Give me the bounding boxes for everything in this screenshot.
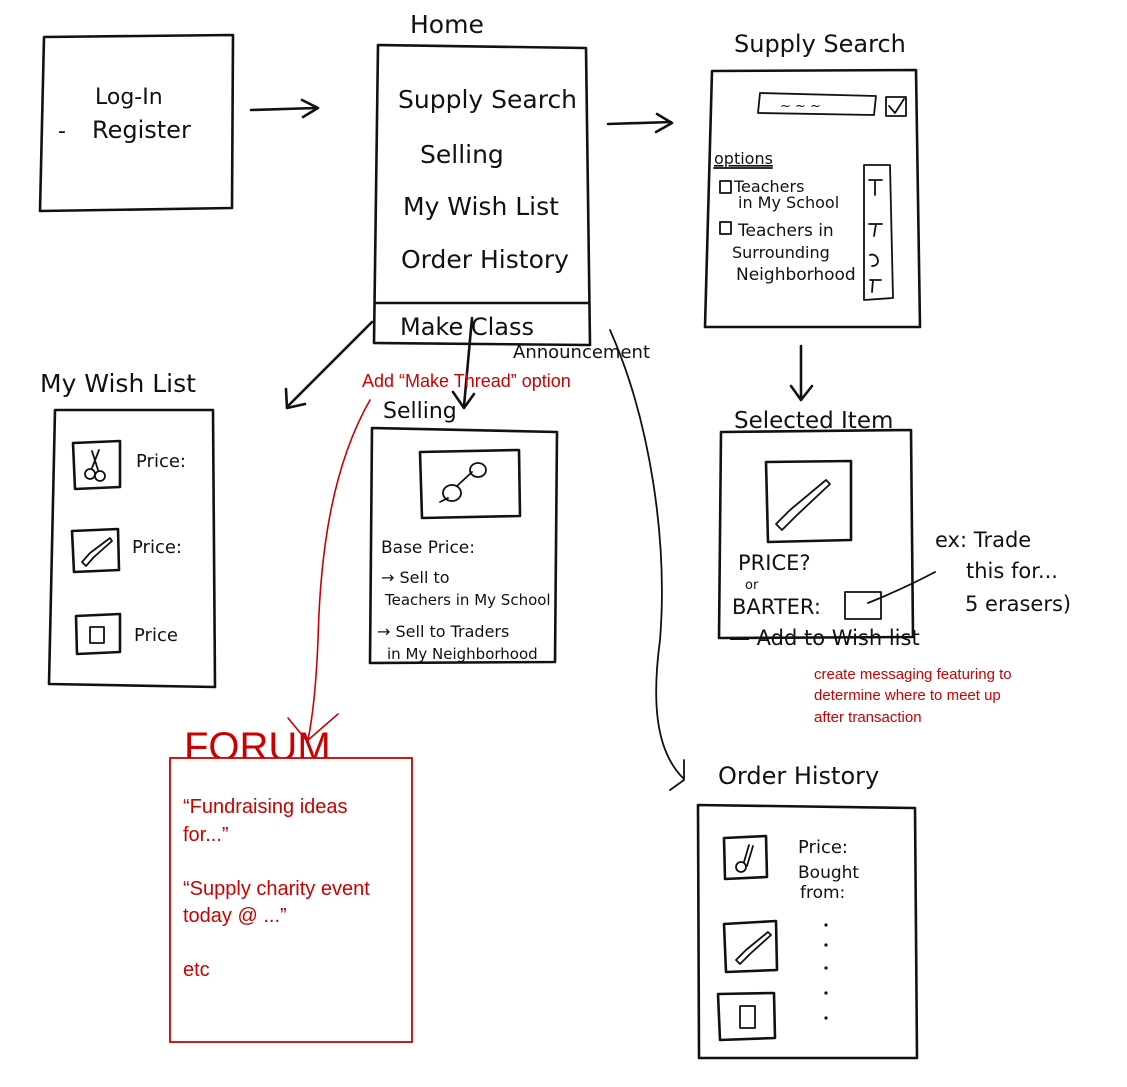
selected-item-or: or xyxy=(745,578,759,593)
selected-item-screen: Selected Item PRICE? or BARTER: — Add to… xyxy=(717,408,1071,650)
scissors-icon xyxy=(722,834,769,881)
forum-post-1-line1: “Fundraising ideas xyxy=(183,796,348,818)
supply-search-title: Supply Search xyxy=(734,30,906,58)
make-thread-annotation: Add “Make Thread” option xyxy=(362,371,571,391)
box-icon xyxy=(716,991,777,1042)
selected-item-frame xyxy=(717,428,915,640)
checkbox-icon xyxy=(719,221,732,235)
wish-list-title: My Wish List xyxy=(40,369,196,398)
arrow-icon xyxy=(451,316,476,410)
forum-post-3: etc xyxy=(183,959,210,981)
home-item-supply-search: Supply Search xyxy=(398,85,577,114)
checkbox-icon xyxy=(719,180,732,194)
home-item-order-history: Order History xyxy=(401,245,569,274)
messaging-annotation-line1: create messaging featuring to xyxy=(814,666,1012,683)
selling-title: Selling xyxy=(383,399,457,424)
selling-screen: Selling Base Price: → Sell to Teachers i… xyxy=(368,399,559,665)
scissors-icon xyxy=(71,439,122,491)
supply-option-1-line1: Teachers xyxy=(733,177,804,196)
arrow-icon xyxy=(249,98,320,119)
paintbrush-icon xyxy=(70,527,121,574)
selected-item-price: PRICE? xyxy=(738,551,811,575)
home-item-wish-list: My Wish List xyxy=(403,192,559,221)
selected-item-barter: BARTER: xyxy=(732,595,821,619)
register-label: Register xyxy=(92,116,191,144)
messaging-annotation-line2: determine where to meet up xyxy=(814,687,1001,704)
forum-frame xyxy=(169,757,413,1043)
forum-screen: FORUM “Fundraising ideas for...” “Supply… xyxy=(169,725,413,1043)
results-scrollbar xyxy=(863,164,894,301)
add-to-wish-list: — Add to Wish list xyxy=(729,626,920,650)
supply-option-2-line2: Surrounding xyxy=(732,243,830,262)
supply-option-2-line3: Neighborhood xyxy=(736,265,856,285)
supply-search-screen: Supply Search ~ ~ ~ options Teachers in … xyxy=(703,30,922,329)
login-label: Log-In xyxy=(95,85,163,110)
barter-note-line3: 5 erasers) xyxy=(965,592,1071,616)
barter-input xyxy=(844,591,882,620)
arrow-icon xyxy=(284,320,374,410)
selling-base-price: Base Price: xyxy=(381,538,475,558)
order-bought-line2: from: xyxy=(800,883,845,903)
order-price: Price: xyxy=(798,837,848,858)
arrow-icon xyxy=(609,329,685,791)
options-label: options xyxy=(714,149,773,168)
home-footer-make-class: Make Class xyxy=(400,313,534,341)
forum-post-2-line2: today @ ...” xyxy=(183,905,287,927)
arrow-icon xyxy=(789,344,814,402)
order-history-title: Order History xyxy=(718,762,879,790)
selling-option-2-line2: in My Neighborhood xyxy=(387,645,538,663)
forum-post-1-line2: for...” xyxy=(183,824,229,846)
home-item-selling: Selling xyxy=(420,140,504,169)
wish-list-frame xyxy=(47,408,217,689)
box-icon xyxy=(74,612,122,656)
home-footer-announcement: Announcement xyxy=(513,342,650,363)
login-screen: Log-In - Register xyxy=(38,33,235,213)
wish-item-2-price: Price: xyxy=(132,537,182,558)
scissors-icon xyxy=(418,448,522,520)
selling-option-2-line1: → Sell to Traders xyxy=(377,622,509,641)
checkbox-icon xyxy=(885,96,907,117)
selling-frame xyxy=(368,426,559,665)
order-history-screen: Order History Price: Bought from: xyxy=(696,762,919,1060)
wish-item-3-price: Price xyxy=(134,625,178,646)
wish-list-screen: My Wish List Price: Price: Price xyxy=(40,369,217,689)
wish-item-1-price: Price: xyxy=(136,451,186,472)
forum-connector xyxy=(307,399,371,741)
selling-option-1-line2: Teachers in My School xyxy=(384,591,551,609)
home-screen: Home Supply Search Selling My Wish List … xyxy=(372,10,650,363)
home-frame xyxy=(372,43,592,347)
barter-note-line2: this for... xyxy=(966,559,1058,583)
messaging-annotation-line3: after transaction xyxy=(814,709,922,726)
paintbrush-icon xyxy=(764,459,853,544)
paintbrush-icon xyxy=(722,919,779,974)
forum-post-2-line1: “Supply charity event xyxy=(183,878,370,900)
supply-option-1-line2: in My School xyxy=(738,193,839,212)
search-input xyxy=(757,92,877,116)
order-bought-line1: Bought xyxy=(798,863,859,883)
login-bullet: - xyxy=(58,119,66,144)
supply-search-frame xyxy=(703,68,922,329)
home-title: Home xyxy=(410,10,484,39)
order-history-frame xyxy=(696,803,919,1060)
barter-note-line1: ex: Trade xyxy=(935,528,1031,552)
arrow-icon xyxy=(606,112,674,134)
svg-text:~ ~ ~: ~ ~ ~ xyxy=(780,99,821,114)
supply-option-2-line1: Teachers in xyxy=(737,221,834,241)
ellipsis-dots xyxy=(824,923,828,1020)
login-frame xyxy=(38,33,235,213)
selling-option-1-line1: → Sell to xyxy=(381,568,450,587)
